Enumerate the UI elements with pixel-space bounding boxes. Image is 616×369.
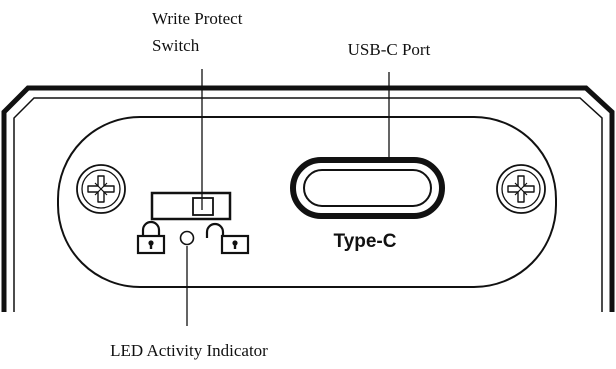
phillips-screw-icon bbox=[76, 164, 126, 214]
led-activity-indicator bbox=[179, 230, 195, 246]
switch-slider[interactable] bbox=[192, 197, 214, 216]
padlock-locked-icon bbox=[136, 220, 166, 255]
port-type-label: Type-C bbox=[334, 231, 397, 252]
usb-c-callout: USB-C Port bbox=[348, 40, 431, 59]
padlock-unlocked-icon bbox=[205, 222, 250, 255]
write-protect-callout-line1: Write Protect bbox=[152, 9, 243, 28]
write-protect-callout-line2: Switch bbox=[152, 36, 200, 55]
device-bezel bbox=[1, 85, 615, 312]
led-callout: LED Activity Indicator bbox=[110, 341, 268, 360]
write-protect-switch[interactable] bbox=[150, 191, 232, 221]
usb-c-port[interactable] bbox=[290, 157, 445, 219]
phillips-screw-icon bbox=[496, 164, 546, 214]
face-plate bbox=[57, 116, 557, 288]
